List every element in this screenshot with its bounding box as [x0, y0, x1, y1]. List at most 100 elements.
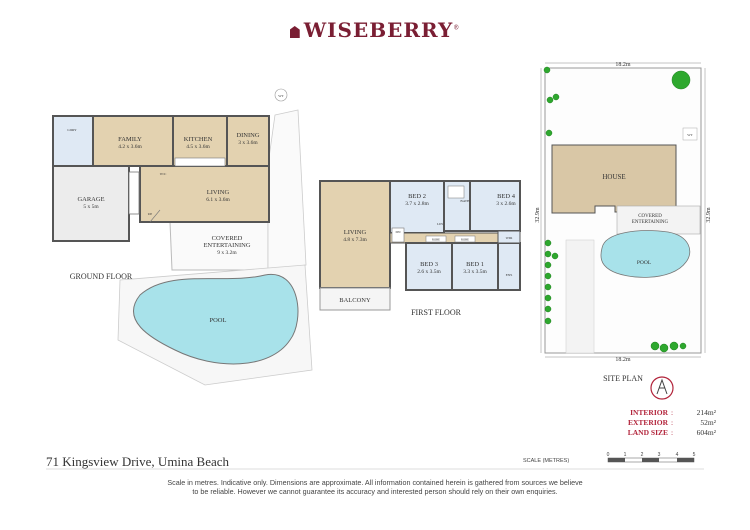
label-living-ground-dim: 6.1 x 3.6m: [206, 197, 230, 203]
tree: [544, 283, 552, 291]
label-site-covered-2: ENTERTAINING: [632, 220, 669, 225]
brand-logo: WISEBERRY®: [0, 18, 750, 42]
label-site-width-top: 18.2m: [615, 62, 631, 68]
living-room-ground: [139, 165, 270, 223]
ensuite-room: [497, 242, 521, 291]
water-tank-ground: [274, 88, 288, 102]
label-up: UP: [148, 212, 153, 216]
property-address: 71 Kingsview Drive, Umina Beach: [46, 454, 230, 469]
tree: [551, 252, 559, 260]
site-trees: [543, 66, 691, 353]
bed-1-room: [451, 242, 499, 291]
area-label: EXTERIOR: [627, 418, 668, 427]
label-garage: GARAGE: [77, 196, 104, 203]
disclaimer-line-1: Scale in metres. Indicative only. Dimens…: [167, 478, 583, 487]
scale-tick-1: 1: [624, 452, 627, 458]
label-site-width-bottom: 18.2m: [615, 357, 631, 363]
bed-2-room: [389, 180, 445, 234]
label-site-pool: POOL: [637, 260, 652, 266]
label-kitchen-dim: 4.5 x 3.6m: [186, 144, 210, 150]
area-value: 214m²: [696, 408, 716, 417]
first-floor-label: FIRST FLOOR: [411, 308, 462, 317]
label-ens: ENS: [506, 273, 513, 277]
area-label: INTERIOR: [630, 408, 668, 417]
area-label: LAND SIZE: [627, 428, 668, 437]
site-house: [551, 144, 677, 214]
label-site-wt: WT: [687, 133, 693, 137]
pool-ground: [133, 273, 299, 365]
tree: [544, 317, 552, 325]
tree: [544, 272, 552, 280]
tree: [544, 261, 552, 269]
north-compass-icon: [650, 376, 674, 400]
site-plan-label: SITE PLAN: [603, 374, 643, 383]
label-dining: DINING: [236, 132, 259, 139]
label-wir: WIR: [506, 236, 513, 240]
tree: [545, 129, 553, 137]
tree: [669, 341, 679, 351]
area-summary: INTERIOR:214m² EXTERIOR:52m² LAND SIZE:6…: [614, 408, 716, 438]
label-site-covered: COVERED: [638, 214, 662, 219]
label-family-dim: 4.2 x 3.6m: [118, 144, 142, 150]
label-wic: W/C: [160, 172, 167, 176]
site-plan: [540, 62, 706, 358]
family-room: [92, 115, 174, 167]
tree: [546, 96, 554, 104]
outdoor-path: [267, 109, 307, 271]
tree: [543, 66, 551, 74]
label-living-first: LIVING: [344, 229, 367, 236]
label-garage-dim: 5 x 5m: [83, 204, 99, 210]
label-living-first-dim: 4.8 x 7.3m: [343, 237, 367, 243]
area-value: 52m²: [700, 418, 716, 427]
label-robe-bed-1: ROBE: [461, 238, 469, 242]
stairs-first: [391, 227, 405, 243]
scale-tick-0: 0: [607, 452, 610, 458]
bathtub: [447, 185, 465, 199]
area-row-interior: INTERIOR:214m²: [614, 408, 716, 418]
bed-4-room: [469, 180, 521, 232]
label-family: FAMILY: [118, 136, 142, 143]
garage-room: [52, 164, 130, 242]
scale-tick-5: 5: [693, 452, 696, 458]
door-swing: [149, 209, 161, 223]
label-pool-ground: POOL: [210, 317, 227, 324]
brand-house-icon: [289, 26, 300, 38]
laundry-room: [52, 115, 94, 167]
tree: [659, 343, 669, 353]
scale-tick-3: 3: [658, 452, 661, 458]
tree: [544, 305, 552, 313]
label-dn: DN: [395, 230, 401, 234]
label-bed3-dim: 2.6 x 3.5m: [417, 269, 441, 275]
label-living-ground: LIVING: [207, 189, 230, 196]
scale-bar: [607, 457, 695, 463]
tree: [671, 70, 691, 90]
disclaimer-line-2: to be reliable. However we cannot guaran…: [192, 487, 558, 496]
balcony: [319, 287, 391, 311]
label-balcony: BALCONY: [339, 297, 371, 304]
site-water-tank: [682, 127, 698, 141]
tree: [552, 93, 560, 101]
brand-reg-mark: ®: [453, 24, 461, 32]
disclaimer: Scale in metres. Indicative only. Dimens…: [110, 478, 640, 496]
first-floor-plan: [319, 180, 521, 311]
tree: [679, 342, 687, 350]
label-bed3: BED 3: [420, 261, 438, 268]
brand-name: WISEBERRY: [303, 18, 454, 42]
wir-room: [497, 230, 521, 244]
scale-tick-4: 4: [676, 452, 679, 458]
label-site-depth-left: 32.9m: [535, 207, 541, 223]
label-linen: LIN: [437, 222, 443, 226]
tree: [544, 294, 552, 302]
tree: [544, 239, 552, 247]
ground-floor-plan: [52, 88, 313, 386]
label-site-depth-right: 32.9m: [706, 207, 712, 223]
robe-bed-3: [425, 235, 447, 243]
label-bed2: BED 2: [408, 193, 426, 200]
area-row-exterior: EXTERIOR:52m²: [614, 418, 716, 428]
label-bed4: BED 4: [497, 193, 516, 200]
label-dining-dim: 3 x 3.6m: [238, 140, 258, 146]
label-covered-ground-2: ENTERTAINING: [203, 242, 250, 249]
label-covered-ground: COVERED: [212, 235, 243, 242]
label-bed2-dim: 3.7 x 2.8m: [405, 201, 429, 207]
robe-bed-1: [454, 235, 476, 243]
